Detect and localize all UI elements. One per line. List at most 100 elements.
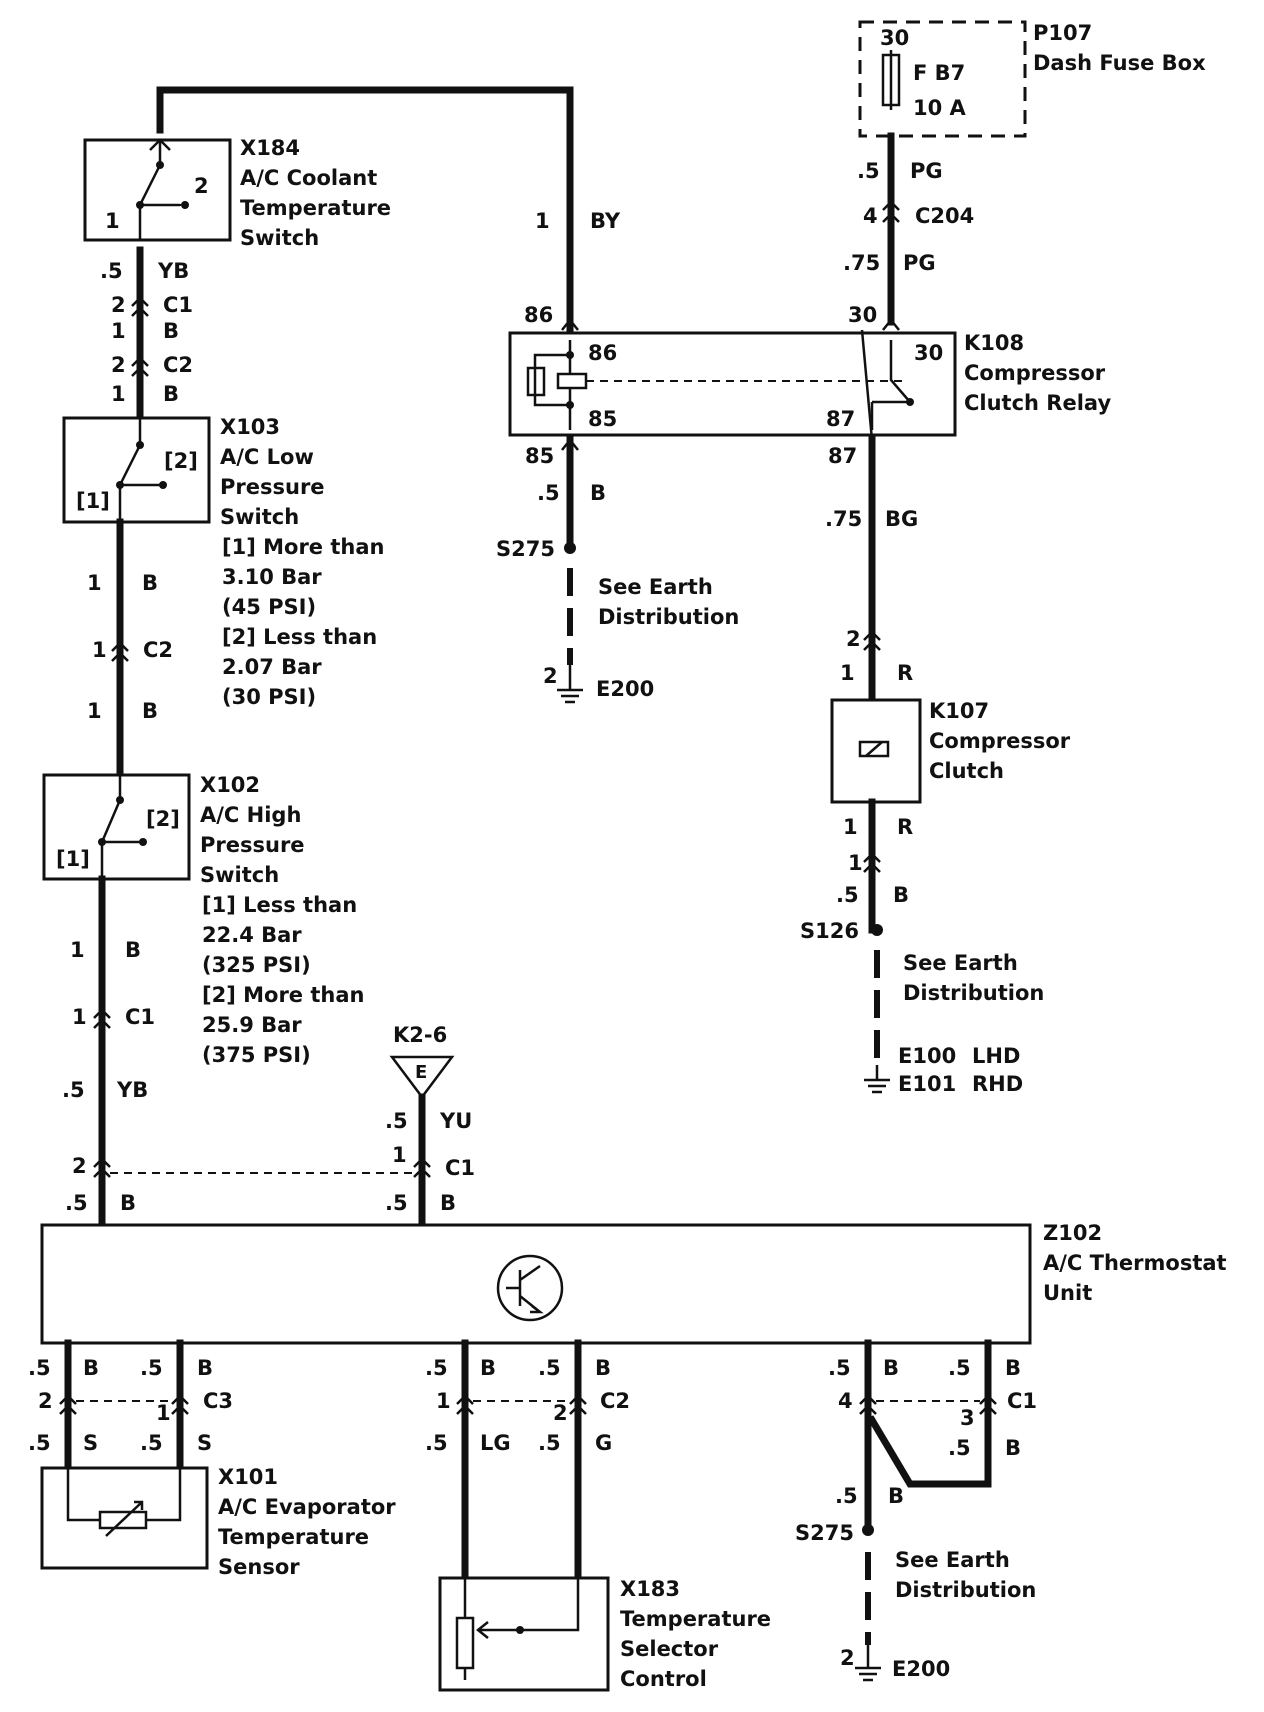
k108-line2: Clutch Relay xyxy=(964,391,1111,415)
k107-id: K107 xyxy=(929,699,989,723)
x183-line3: Control xyxy=(620,1667,707,1691)
x183-b-size: .5 xyxy=(425,1431,448,1455)
p107-id: P107 xyxy=(1033,21,1092,45)
x183-id: X183 xyxy=(620,1577,680,1601)
x103-note3: (45 PSI) xyxy=(222,595,316,619)
x102-line1: A/C High xyxy=(200,803,301,827)
x102-in-size: 1 xyxy=(87,699,102,723)
earth-bottom-label2: Distribution xyxy=(895,1578,1036,1602)
x101-line1: A/C Evaporator xyxy=(218,1495,396,1519)
p107-rating: 10 A xyxy=(913,96,967,120)
x183-line2: Selector xyxy=(620,1637,719,1661)
s126-splice xyxy=(871,924,883,936)
x103-note1: [1] More than xyxy=(222,535,384,559)
ground-icon xyxy=(557,665,583,704)
c2-bottom-pin-b: 2 xyxy=(553,1401,568,1425)
x184-pin2: 2 xyxy=(194,174,209,198)
c1-right-name: C1 xyxy=(1007,1389,1037,1413)
c204-pin: 4 xyxy=(863,204,878,228)
x101-line2: Temperature xyxy=(218,1525,369,1549)
right-b-color: B xyxy=(888,1484,904,1508)
x102-out-color: B xyxy=(125,938,141,962)
wire-87-color: BG xyxy=(885,507,918,531)
k107-out-colorb: B xyxy=(893,883,909,907)
x101-a-size: .5 xyxy=(28,1356,51,1380)
e200-bottom-name: E200 xyxy=(892,1657,950,1681)
right-a-sizeb: .5 xyxy=(948,1356,971,1380)
x103-note6: (30 PSI) xyxy=(222,685,316,709)
e101-name: E101 xyxy=(898,1072,956,1096)
right-c-color: B xyxy=(1005,1436,1021,1460)
right-b-size: .5 xyxy=(835,1484,858,1508)
k108-85-outside: 85 xyxy=(525,444,554,468)
earth-right-label2: Distribution xyxy=(903,981,1044,1005)
x102-pin2: [2] xyxy=(146,807,180,831)
x101-line3: Sensor xyxy=(218,1555,300,1579)
c1-mid-name: C1 xyxy=(125,1005,155,1029)
k107-in-pinb: 1 xyxy=(840,661,855,685)
right-c-size: .5 xyxy=(948,1436,971,1460)
c2-bottom-name: C2 xyxy=(600,1389,630,1413)
x102-note4: [2] More than xyxy=(202,983,364,1007)
k108-line1: Compressor xyxy=(964,361,1106,385)
c1-top-name: C1 xyxy=(163,293,193,317)
right-a-color: B xyxy=(883,1356,899,1380)
k108-30-outside: 30 xyxy=(848,303,877,327)
s275-bottom-label: S275 xyxy=(795,1521,854,1545)
s275-top-splice xyxy=(564,542,576,554)
k108-86-outside: 86 xyxy=(524,303,553,327)
e100-side: LHD xyxy=(972,1044,1020,1068)
x102-switch-box xyxy=(42,773,191,881)
k108-pin86: 86 xyxy=(588,341,617,365)
c3-name: C3 xyxy=(203,1389,233,1413)
x102-note1: [1] Less than xyxy=(202,893,357,917)
earth-right-label1: See Earth xyxy=(903,951,1018,975)
x183-potentiometer-icon xyxy=(455,1578,580,1680)
x102-note3: (325 PSI) xyxy=(202,953,311,977)
c1-top-pinb: 1 xyxy=(111,319,126,343)
s275-top-label: S275 xyxy=(496,537,555,561)
k2-letter: E xyxy=(415,1062,427,1083)
e200-bottom-pin: 2 xyxy=(840,1646,855,1670)
transistor-icon xyxy=(496,1254,564,1322)
x184-pin1: 1 xyxy=(105,209,120,233)
x103-line3: Switch xyxy=(220,505,299,529)
wire-pg2-size: .75 xyxy=(843,251,880,275)
k107-out-color: R xyxy=(897,815,913,839)
wire-87-size: .75 xyxy=(825,507,862,531)
z102-thermostat-box xyxy=(40,1223,1032,1345)
x103-note5: 2.07 Bar xyxy=(222,655,322,679)
c2-mid-name: C2 xyxy=(143,638,173,662)
x183-b-colorb: G xyxy=(595,1431,612,1455)
e200-top-name: E200 xyxy=(596,677,654,701)
right-a-colorb: B xyxy=(1005,1356,1021,1380)
e101-side: RHD xyxy=(972,1072,1023,1096)
z102-id: Z102 xyxy=(1043,1221,1102,1245)
c2-top-pinb: 1 xyxy=(111,382,126,406)
k107-in-color: R xyxy=(897,661,913,685)
wire-by-color: BY xyxy=(590,209,621,233)
c3-pin-a: 2 xyxy=(38,1389,53,1413)
s126-label: S126 xyxy=(800,919,859,943)
x101-b-sizeb: .5 xyxy=(140,1431,163,1455)
x184-out-size: .5 xyxy=(100,259,123,283)
c1-right-pin-b: 3 xyxy=(960,1406,975,1430)
ground-right-icon xyxy=(864,1065,890,1094)
k2-out-color: YU xyxy=(439,1109,472,1133)
k108-87-outside: 87 xyxy=(828,444,857,468)
c3-pin-b: 1 xyxy=(156,1401,171,1425)
x183-line1: Temperature xyxy=(620,1607,771,1631)
k107-out-pin: 1 xyxy=(843,815,858,839)
wire-pg2-color: PG xyxy=(903,251,936,275)
wire-85-size: .5 xyxy=(537,481,560,505)
x102-line2: Pressure xyxy=(200,833,305,857)
x101-a-colorb: B xyxy=(197,1356,213,1380)
z102-mid-size: .5 xyxy=(385,1191,408,1215)
z102-mid-color: B xyxy=(440,1191,456,1215)
z102-line1: A/C Thermostat xyxy=(1043,1251,1227,1275)
p107-fuse-box xyxy=(858,20,1027,138)
c204-connector-icon xyxy=(882,200,900,223)
to-c1b-color: YB xyxy=(116,1078,148,1102)
x183-a-sizeb: .5 xyxy=(538,1356,561,1380)
relay-coil-icon xyxy=(526,340,588,430)
